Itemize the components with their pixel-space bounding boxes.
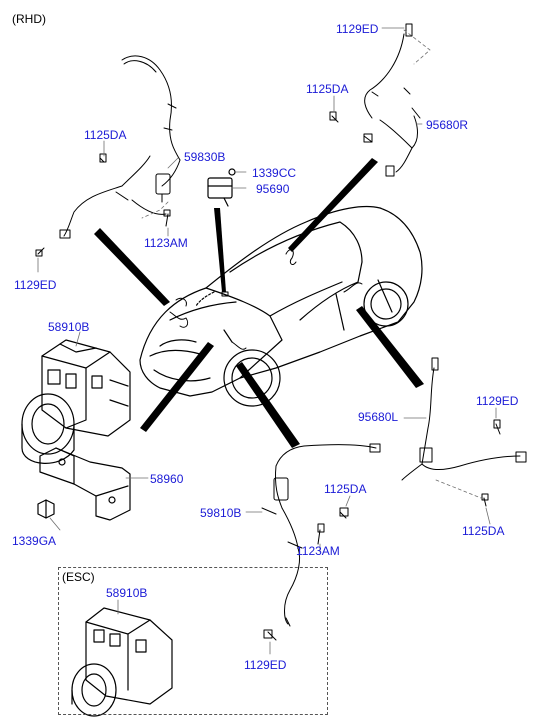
callout-1123AM-top[interactable]: 1123AM <box>144 236 188 250</box>
rear-right-sensor-assembly <box>401 357 527 507</box>
g-sensor-module <box>207 168 236 207</box>
car-wiring <box>169 249 363 350</box>
car-illustration <box>139 205 423 407</box>
callout-59830B[interactable]: 59830B <box>184 150 226 164</box>
callout-1125DA-top[interactable]: 1125DA <box>306 82 349 96</box>
nut-1339ga <box>37 499 55 519</box>
rear-left-sensor-assembly <box>261 443 381 641</box>
callout-1125DA-mid[interactable]: 1125DA <box>324 482 367 496</box>
front-right-sensor-assembly <box>329 23 421 177</box>
callout-58910B-top[interactable]: 58910B <box>48 320 90 334</box>
leader-lines <box>37 27 497 655</box>
front-left-sensor-assembly <box>35 55 181 257</box>
callout-1339CC[interactable]: 1339CC <box>252 166 297 180</box>
variant-note: (RHD) <box>12 12 46 26</box>
hecu-bracket <box>39 447 131 521</box>
callout-1129ED-bottom[interactable]: 1129ED <box>244 658 287 672</box>
pointer-wedges <box>94 158 424 448</box>
callout-1129ED-top[interactable]: 1129ED <box>336 22 379 36</box>
callout-59810B[interactable]: 59810B <box>200 506 242 520</box>
callout-1129ED-left[interactable]: 1129ED <box>14 278 57 292</box>
callout-1125DA-right[interactable]: 1125DA <box>462 524 505 538</box>
hecu-unit <box>21 339 131 464</box>
esc-variant-box <box>58 567 328 715</box>
callout-95680L[interactable]: 95680L <box>358 410 399 424</box>
esc-hecu-unit <box>71 607 173 717</box>
callout-58910B-esc[interactable]: 58910B <box>106 586 148 600</box>
callout-58960[interactable]: 58960 <box>150 472 184 486</box>
callout-1125DA-left[interactable]: 1125DA <box>84 128 127 142</box>
callout-95690[interactable]: 95690 <box>256 182 290 196</box>
callout-1339GA[interactable]: 1339GA <box>12 534 57 548</box>
callout-1129ED-right[interactable]: 1129ED <box>476 394 519 408</box>
callout-95680R[interactable]: 95680R <box>426 118 469 132</box>
callout-1123AM-mid[interactable]: 1123AM <box>296 544 340 558</box>
esc-note: (ESC) <box>62 570 95 584</box>
